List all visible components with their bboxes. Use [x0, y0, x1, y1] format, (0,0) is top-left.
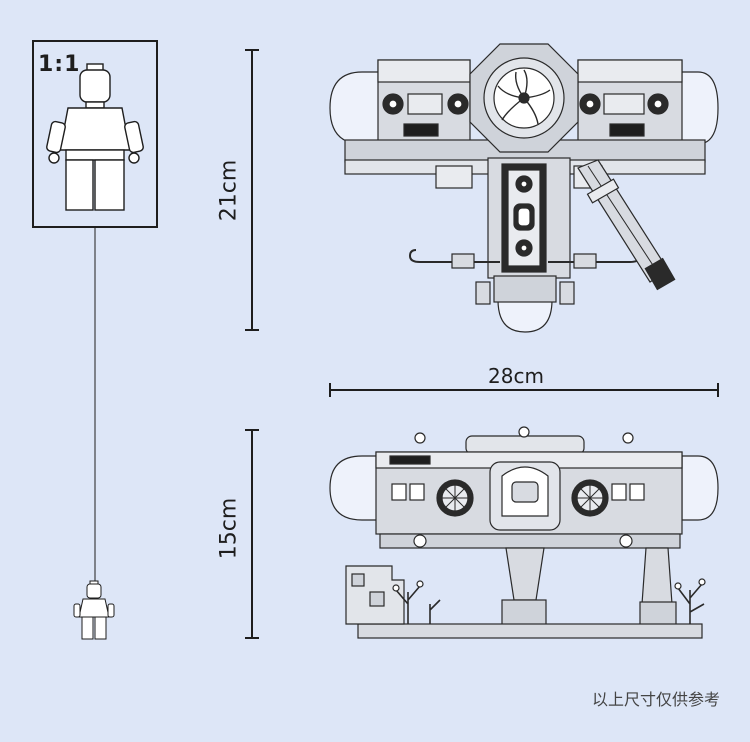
minifigure-small-icon	[73, 580, 115, 640]
model-top-view	[329, 43, 719, 333]
model-front-view	[329, 426, 719, 639]
dimension-lines	[245, 49, 719, 639]
minifigure-large-icon	[46, 63, 144, 211]
reference-note: 以上尺寸仅供参考	[591, 690, 720, 709]
scale-label: 1:1	[38, 52, 81, 77]
scale-reference-box	[32, 40, 158, 228]
width-dimension-label: 28cm	[488, 364, 544, 388]
